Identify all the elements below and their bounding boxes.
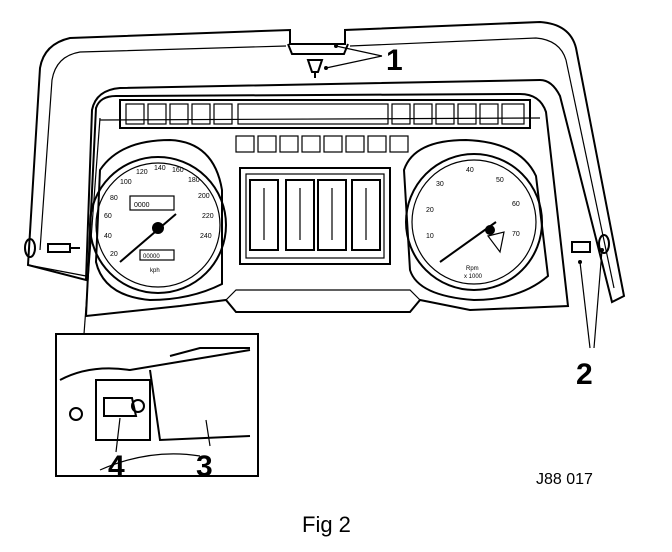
rpm-unit: Rpm	[466, 266, 479, 272]
speed-scale-6: 140	[154, 165, 166, 172]
rpm-scale-3: 40	[466, 167, 474, 174]
warning-light-strip	[119, 99, 531, 129]
speed-scale-9: 200	[198, 193, 210, 200]
speed-scale-5: 120	[136, 169, 148, 176]
speed-scale-8: 180	[188, 177, 200, 184]
callout-leaders	[83, 44, 604, 349]
callout-1: 1	[386, 44, 403, 77]
right-screw-fixing	[571, 234, 610, 254]
callout-4: 4	[108, 450, 125, 483]
rpm-scale-2: 30	[436, 181, 444, 188]
instrument-cowl	[26, 20, 626, 304]
speed-scale-3: 80	[110, 195, 118, 202]
rpm-scale-5: 60	[512, 201, 520, 208]
speed-scale-1: 40	[104, 233, 112, 240]
centre-gauges	[239, 167, 391, 265]
speed-scale-4: 100	[120, 179, 132, 186]
speed-scale-10: 220	[202, 213, 214, 220]
speed-scale-7: 160	[172, 167, 184, 174]
rpm-scale-0: 10	[426, 233, 434, 240]
detail-inset	[55, 333, 259, 477]
figure-caption: Fig 2	[302, 512, 351, 537]
callout-2: 2	[576, 358, 593, 391]
speed-scale-0: 20	[110, 251, 118, 258]
speedometer: 0000 00000 kph 20 40 60 80 100 120 140 1…	[89, 138, 227, 302]
rpm-multiplier: x 1000	[464, 274, 483, 280]
tachometer: 10 20 30 40 50 60 70 Rpm x 1000	[402, 138, 550, 302]
odometer-readout: 0000	[134, 202, 150, 209]
speed-scale-11: 240	[200, 233, 212, 240]
left-screw-fixing	[24, 238, 80, 258]
panel-face	[84, 92, 570, 318]
top-screw-fixing	[306, 59, 324, 78]
trip-readout: 00000	[143, 254, 160, 260]
reference-code: J88 017	[536, 471, 593, 488]
rpm-scale-6: 70	[512, 231, 520, 238]
speed-unit: kph	[150, 268, 160, 274]
callout-3: 3	[196, 450, 213, 483]
rpm-scale-1: 20	[426, 207, 434, 214]
speed-scale-2: 60	[104, 213, 112, 220]
secondary-light-row	[235, 135, 409, 153]
rpm-scale-4: 50	[496, 177, 504, 184]
